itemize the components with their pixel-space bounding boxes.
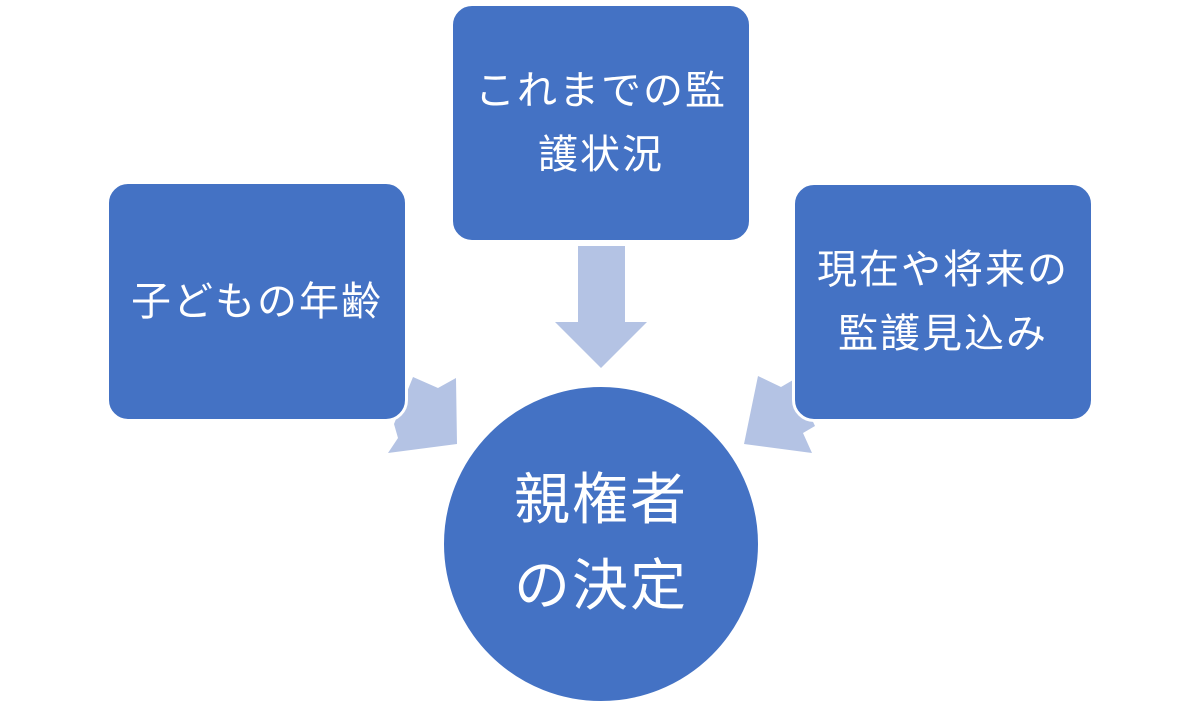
factor-box-custody-history: これまでの監護状況 — [450, 3, 752, 243]
factor-box-custody-outlook: 現在や将来の監護見込み — [792, 182, 1094, 422]
arrow-left-to-center — [388, 377, 457, 453]
factor-label-custody-history: これまでの監護状況 — [475, 68, 727, 178]
custody-decision-circle: 親権者の決定 — [441, 384, 761, 704]
factor-label-child-age: 子どもの年齢 — [131, 278, 383, 325]
factor-label-custody-outlook: 現在や将来の監護見込み — [817, 247, 1069, 357]
arrow-top-to-center — [555, 246, 647, 368]
custody-decision-label: 親権者の決定 — [514, 468, 688, 619]
factor-box-child-age: 子どもの年齢 — [106, 181, 408, 422]
